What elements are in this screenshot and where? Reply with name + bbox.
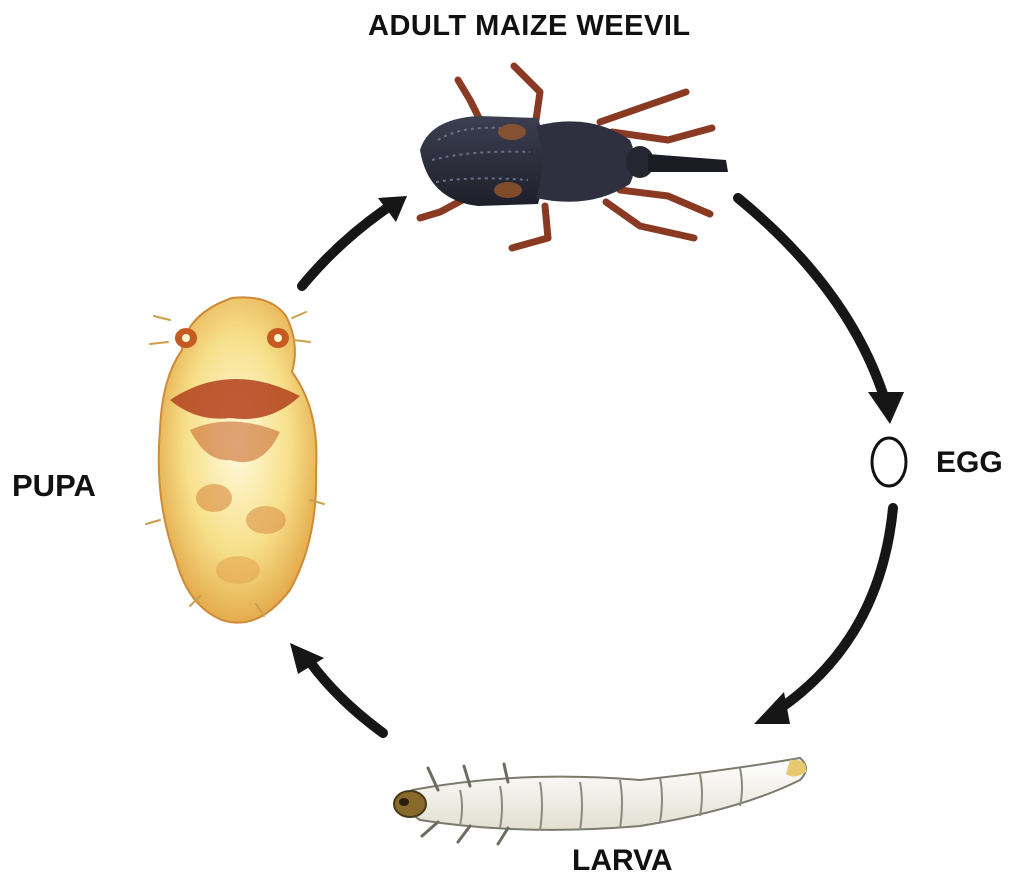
- larva-illustration: [394, 758, 806, 844]
- label-egg: EGG: [936, 448, 1003, 478]
- arrow-adult-to-egg: [738, 198, 904, 424]
- label-adult-maize-weevil: ADULT MAIZE WEEVIL: [368, 12, 691, 41]
- arrow-larva-to-pupa: [290, 643, 383, 733]
- arrow-egg-to-larva: [754, 508, 893, 724]
- label-pupa: PUPA: [12, 470, 96, 501]
- weevil-illustration: [420, 66, 728, 248]
- label-larva: LARVA: [572, 846, 673, 876]
- pupa-illustration: [146, 297, 324, 622]
- arrow-pupa-to-adult: [302, 196, 407, 286]
- egg-icon: [872, 438, 906, 486]
